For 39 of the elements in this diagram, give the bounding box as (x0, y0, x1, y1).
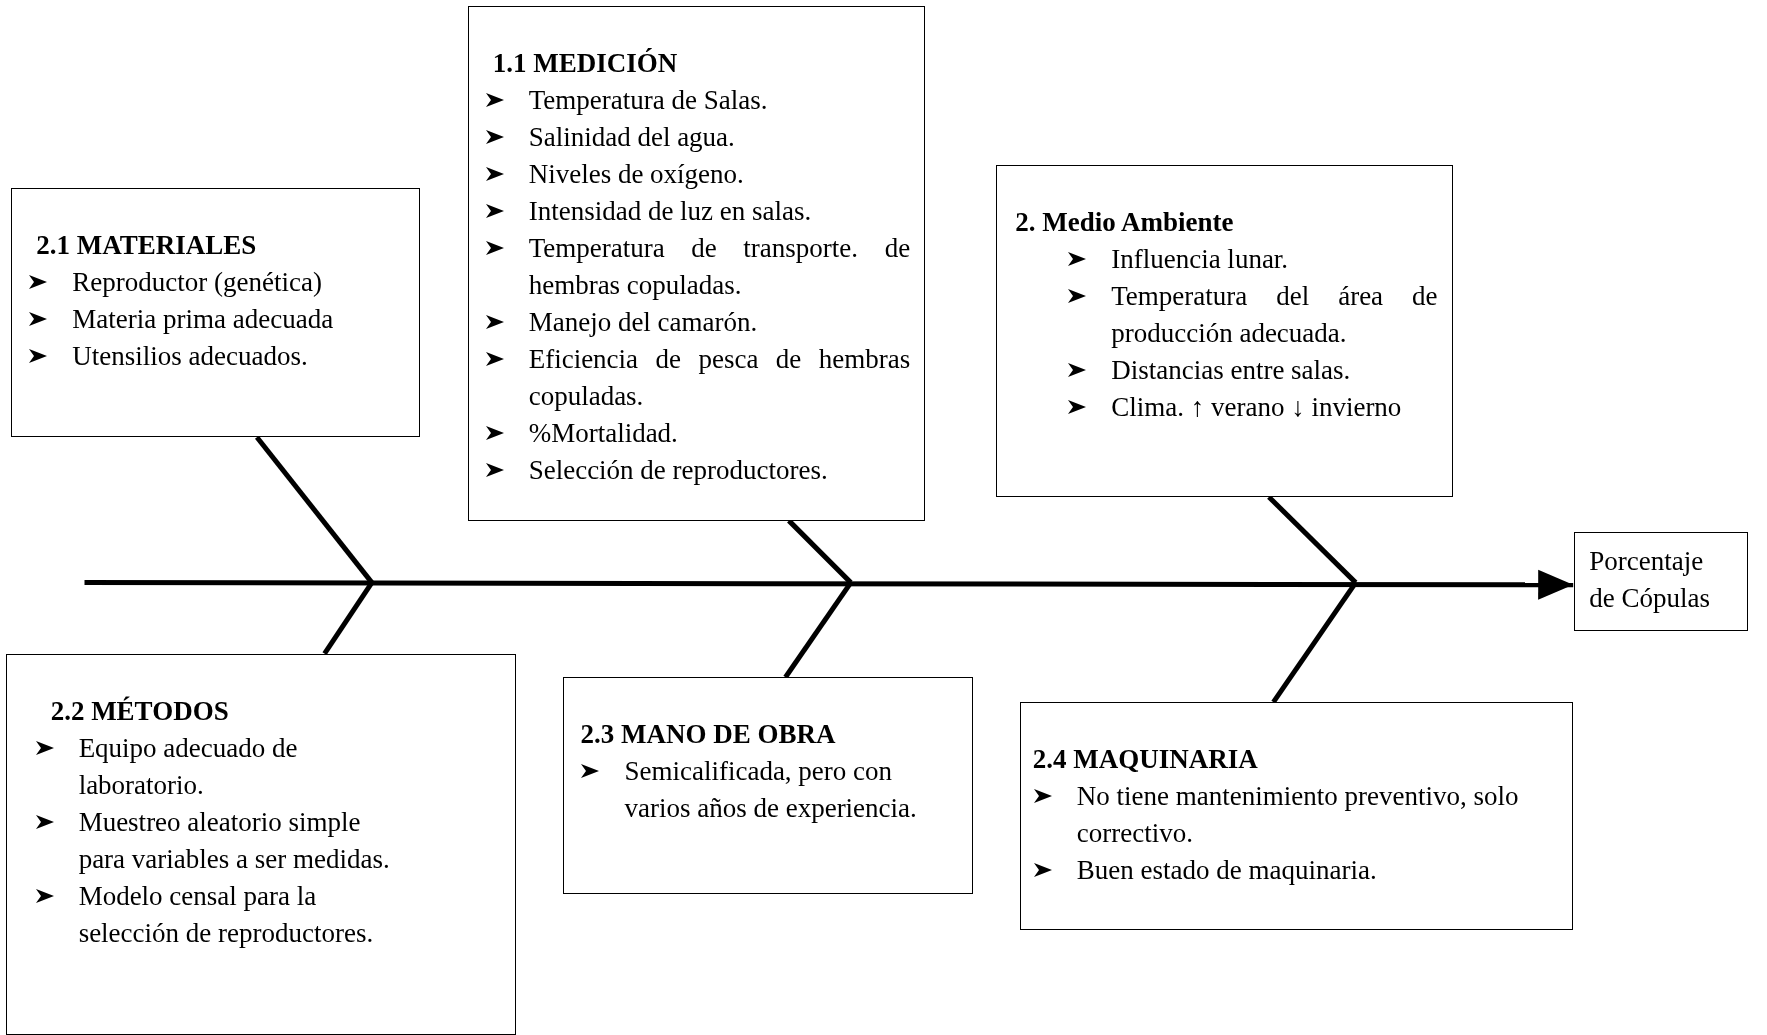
effect-box (1574, 531, 1748, 632)
bullet-item: Temperatura del área de producción adecuada. (1061, 277, 1438, 352)
category-heading: 2.1 MATERIALES (35, 229, 258, 263)
category-heading: 1.1 MEDICIÓN (491, 46, 679, 80)
bullet-item: Influencia lunar. (1061, 240, 1438, 278)
bone-line (1267, 495, 1358, 585)
cause-box (563, 677, 973, 894)
cause-box (996, 164, 1453, 497)
bullet-item: Eficiencia de pesca de hembras copuladas. (478, 340, 911, 415)
bullet-item: Intensidad de luz en salas. (478, 192, 911, 230)
bullet-item: Muestreo aleatorio simple para variables a ser medidas. (28, 803, 406, 878)
bullet-item: Distancias entre salas. (1061, 351, 1438, 389)
bullet-item: Materia prima adecuada (22, 301, 406, 339)
bullet-item: Niveles de oxígeno. (478, 155, 911, 193)
bullet-item: Equipo adecuado de laboratorio. (28, 729, 406, 804)
category-heading: 2.2 MÉTODOS (49, 694, 230, 728)
category-heading: 2. Medio Ambiente (1014, 205, 1235, 239)
cause-box (11, 188, 421, 438)
category-heading: 2.3 MANO DE OBRA (579, 718, 837, 752)
cause-box (5, 653, 517, 1035)
bullet-item: Clima. ↑ verano ↓ invierno (1061, 388, 1438, 426)
spine-arrow (84, 569, 1574, 600)
bullet-item: %Mortalidad. (478, 414, 911, 452)
bullet-item: Utensilios adecuados. (22, 338, 406, 376)
bone-line (783, 581, 853, 679)
bullet-item: Semicalificada, pero con varios años de experiencia. (574, 753, 922, 828)
bullet-item: Temperatura de Salas. (478, 81, 911, 119)
bullet-item: Modelo censal para la selección de reproductores. (28, 877, 406, 952)
bullet-item: Salinidad del agua. (478, 118, 911, 156)
cause-box (467, 5, 926, 521)
bullet-item: Manejo del camarón. (478, 303, 911, 341)
cause-box (1019, 702, 1574, 930)
bullet-item: Temperatura de transporte. de hembras copuladas. (478, 229, 911, 304)
category-heading: 2.4 MAQUINARIA (1031, 743, 1259, 777)
bullet-item: No tiene mantenimiento preventivo, solo correctivo. (1026, 778, 1559, 853)
bullet-item: Reproductor (genética) (22, 264, 406, 302)
bullet-item: Buen estado de maquinaria. (1026, 852, 1559, 890)
effect-label: Porcentaje de Cópulas (1589, 544, 1712, 615)
bullet-item: Selección de reproductores. (478, 451, 911, 489)
